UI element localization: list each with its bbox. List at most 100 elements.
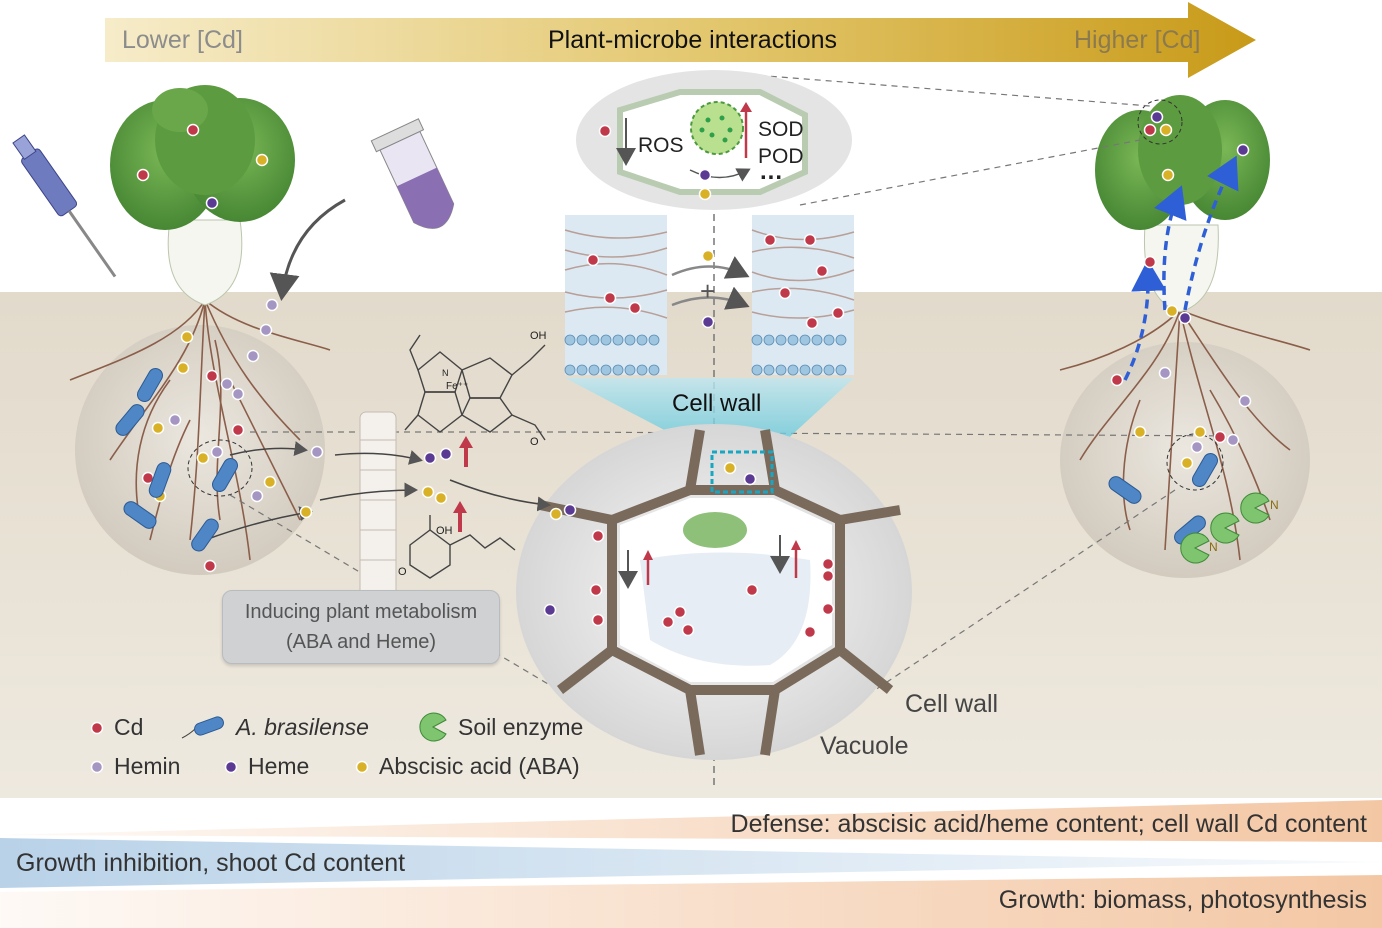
heme-particle (1236, 143, 1250, 157)
soil-enzyme (1210, 512, 1240, 544)
growth-band (0, 875, 1382, 928)
cd-particle (589, 583, 603, 597)
legend-cd: Cd (90, 714, 143, 741)
cd-particle (803, 233, 817, 247)
cell-wall-bottom-label: Cell wall (905, 690, 999, 718)
aba-particle (701, 249, 715, 263)
hemin-particle (310, 445, 324, 459)
legend-cd-label: Cd (114, 714, 144, 740)
hemin-particle (1238, 394, 1252, 408)
left-plant (12, 85, 455, 575)
cd-particle (815, 264, 829, 278)
cd-particle (763, 233, 777, 247)
soil-enzyme-icon (419, 712, 447, 742)
bacterium (1192, 452, 1218, 488)
aba-o-label: O (398, 566, 407, 578)
vacuole-label: Vacuole (820, 732, 909, 760)
heme-o-label: O (530, 436, 539, 448)
cd-particle (1110, 373, 1124, 387)
enzyme-n-label-1: N (1270, 498, 1279, 512)
cd-particle (803, 625, 817, 639)
cd-particle (628, 301, 642, 315)
hemin-particle (231, 387, 245, 401)
cell-zoom (516, 424, 912, 760)
aba-particle (434, 491, 448, 505)
hemin-particle (265, 298, 279, 312)
hemin-particle (250, 489, 264, 503)
aba-particle (151, 421, 165, 435)
cd-particle (591, 613, 605, 627)
aba-particle (196, 451, 210, 465)
bacterium-icon (181, 715, 224, 738)
legend-aba-label: Abscisic acid (ABA) (379, 753, 580, 779)
cd-particle (778, 286, 792, 300)
legend-hemin-label: Hemin (114, 753, 181, 779)
aba-particle (180, 330, 194, 344)
growth-inhibition-band-label: Growth inhibition, shoot Cd content (16, 849, 406, 877)
xylem-column (359, 411, 397, 603)
aba-particle (176, 361, 190, 375)
cd-particle (591, 529, 605, 543)
cd-dot-icon (90, 721, 104, 734)
aba-dot-icon (355, 760, 369, 773)
heme-n-label: N (442, 368, 449, 378)
hemin-particle (168, 413, 182, 427)
pipette-icon (12, 134, 117, 278)
plus-label: + (700, 276, 716, 306)
cd-particle (603, 291, 617, 305)
cd-particle (821, 557, 835, 571)
soil-enzyme (1240, 492, 1270, 524)
lower-cd-label: Lower [Cd] (122, 26, 243, 54)
bacterium (1108, 476, 1142, 504)
hemin-dot-icon (90, 760, 104, 773)
aba-particle (263, 475, 277, 489)
heme-fe-label: Fe⁺⁺ (446, 381, 469, 392)
cd-particle (821, 569, 835, 583)
cd-particle (231, 423, 245, 437)
ellipsis-label: ... (760, 158, 784, 185)
aba-particle (1165, 304, 1179, 318)
aba-particle (1180, 456, 1194, 470)
heme-particle (563, 503, 577, 517)
metabolism-line1: Inducing plant metabolism (244, 601, 478, 623)
cd-particle (1213, 430, 1227, 444)
bacterium (123, 501, 157, 529)
cd-particle (661, 615, 675, 629)
heme-particle (1178, 311, 1192, 325)
cd-particle (831, 306, 845, 320)
hemin-particle (246, 349, 260, 363)
cd-translocation-arrows (1123, 155, 1239, 381)
cd-gradient-arrow (105, 2, 1256, 78)
defense-band-label: Defense: abscisic acid/heme content; cel… (730, 810, 1367, 838)
aba-particle (299, 505, 313, 519)
cd-particle (205, 369, 219, 383)
cd-particle (673, 605, 687, 619)
soil-enzyme (1180, 532, 1210, 564)
aba-particle (1161, 168, 1175, 182)
gradient-title: Plant-microbe interactions (548, 26, 838, 54)
bacterium (212, 457, 238, 493)
enzyme-n-label-2: N (1209, 540, 1218, 554)
defense-band (0, 800, 1382, 842)
cd-particle (1143, 255, 1157, 269)
legend-aba: Abscisic acid (ABA) (355, 753, 580, 780)
ros-label: ROS (638, 134, 684, 157)
legend-soil-enzyme: Soil enzyme (418, 712, 583, 742)
higher-cd-label: Higher [Cd] (1074, 26, 1201, 54)
bacterium (115, 404, 145, 436)
hemin-particle (210, 445, 224, 459)
aba-particle (421, 485, 435, 499)
aba-particle (1133, 425, 1147, 439)
hemin-particle (1190, 440, 1204, 454)
heme-structure (404, 334, 546, 441)
left-roots (69, 299, 331, 561)
metabolism-callout: Inducing plant metabolism (ABA and Heme) (222, 590, 500, 664)
growth-band-label: Growth: biomass, photosynthesis (998, 886, 1367, 914)
cd-particle (203, 559, 217, 573)
heme-particle (701, 315, 715, 329)
aba-particle (698, 187, 712, 201)
tube-icon (370, 118, 455, 229)
cell-wall-top-label: Cell wall (672, 390, 762, 417)
heme-dot-icon (224, 760, 238, 773)
